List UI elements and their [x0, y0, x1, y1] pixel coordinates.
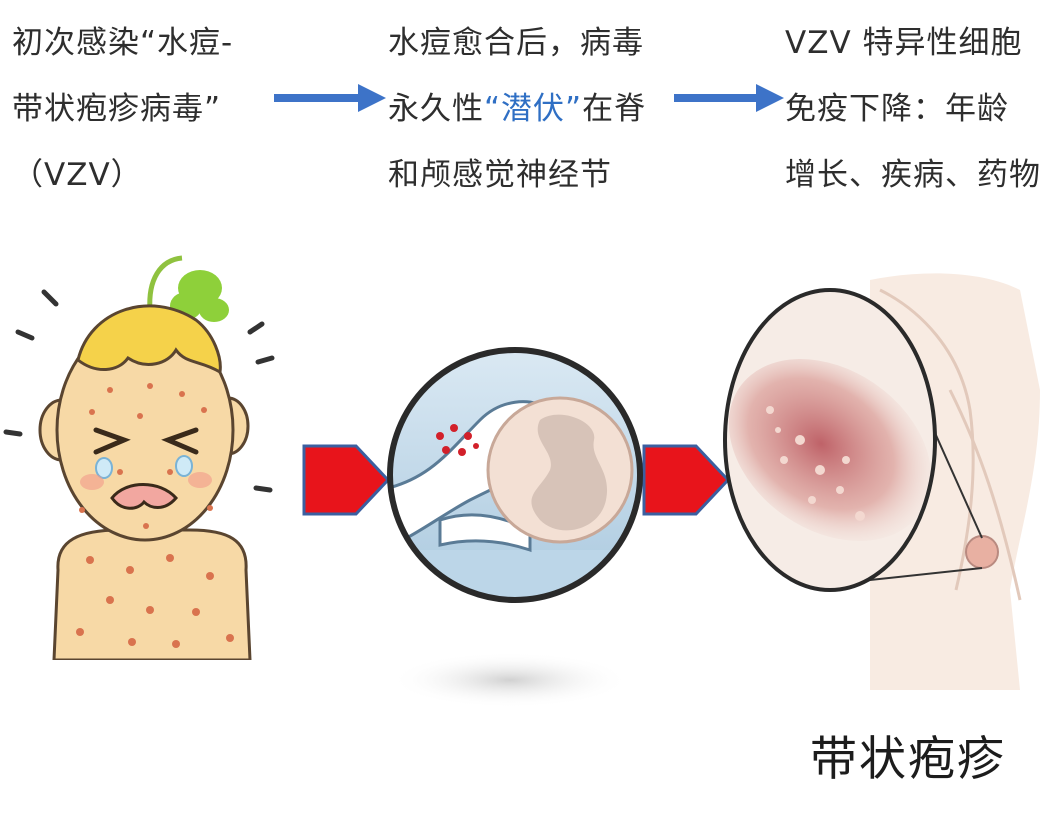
step-2-line-2-post: 在脊: [582, 91, 647, 127]
step-1-text: 初次感染“水痘- 带状疱疹病毒” （VZV）: [12, 10, 282, 208]
shingles-caption: 带状疱疹: [810, 732, 1006, 787]
step-1-line-3: （VZV）: [12, 157, 143, 193]
step-3-text: VZV 特异性细胞 免疫下降：年龄 增长、疾病、药物: [785, 10, 1060, 208]
step-2-line-2: 永久性“潜伏”在脊: [388, 76, 678, 142]
step-2-line-1: 水痘愈合后，病毒: [388, 25, 644, 61]
arrow-right-icon: [674, 84, 784, 112]
latent-highlight: “潜伏”: [484, 91, 583, 127]
pentagon-arrow-icon: [302, 444, 391, 516]
child-chickenpox-illustration: [3, 255, 275, 660]
step-3-line-1: VZV 特异性细胞: [785, 25, 1023, 61]
nerve-ganglion-illustration: [387, 347, 643, 603]
step-2-line-3: 和颅感觉神经节: [388, 157, 612, 193]
pentagon-arrow-icon: [642, 444, 731, 516]
floor-shadow: [390, 652, 630, 708]
step-3-line-2: 免疫下降：年龄: [785, 91, 1009, 127]
step-2-line-2-pre: 永久性: [388, 91, 484, 127]
shingles-rash-illustration: [723, 273, 1040, 690]
step-1-line-2: 带状疱疹病毒”: [12, 91, 222, 127]
step-2-text: 水痘愈合后，病毒 永久性“潜伏”在脊 和颅感觉神经节: [388, 10, 678, 208]
step-1-line-1: 初次感染“水痘-: [12, 25, 234, 61]
step-3-line-3: 增长、疾病、药物: [785, 157, 1041, 193]
arrow-right-icon: [274, 84, 386, 112]
